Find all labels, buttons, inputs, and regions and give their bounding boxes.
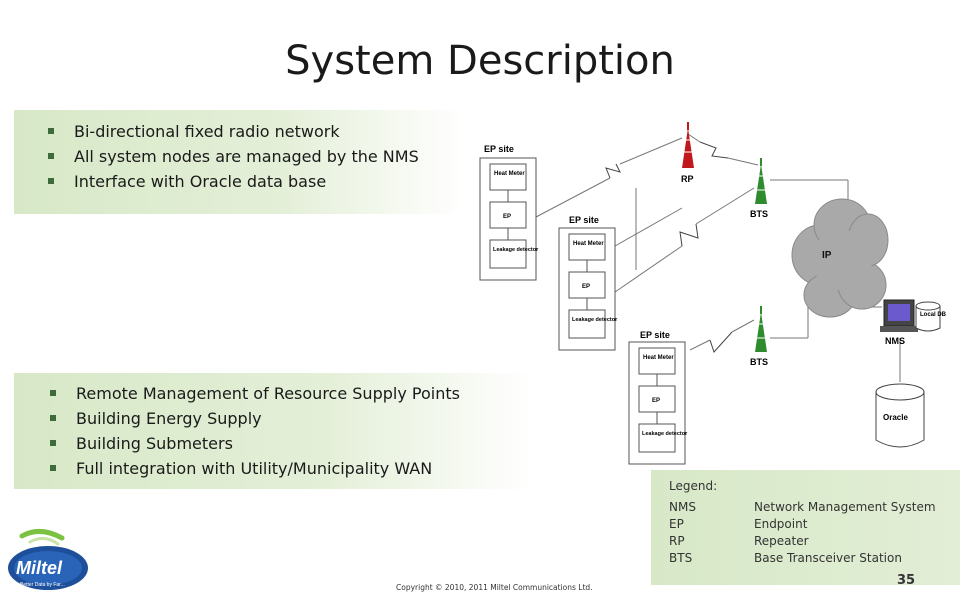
legend-row: NMS Network Management System [669,498,959,516]
bullet-text: Bi-directional fixed radio network [74,122,340,141]
heat-meter-label: Heat Meter [643,355,674,361]
square-bullet-icon [50,440,56,446]
heat-meter-box [568,233,606,261]
ep-site-label: EP site [569,215,599,225]
page-number: 35 [897,573,916,588]
lightning-icon [605,163,621,179]
legend-row: RP Repeater [669,532,959,550]
lightning-icon [679,223,699,247]
slide-title: System Description [285,38,675,84]
bullet-text: Full integration with Utility/Municipali… [76,459,433,478]
bts-label: BTS [750,209,768,219]
heat-meter-label: Heat Meter [494,171,525,177]
square-bullet-icon [48,153,54,159]
leakage-detector-box [568,309,606,339]
bullet-item: Full integration with Utility/Municipali… [14,456,534,481]
legend-box: Legend: NMS Network Management System EP… [651,470,960,585]
heat-meter-label: Heat Meter [573,241,604,247]
lightning-icon [699,141,729,159]
radio-link-ep1-rp-end [619,137,683,165]
ep-label: EP [582,284,590,290]
ep-site-label: EP site [640,330,670,340]
square-bullet-icon [50,465,56,471]
legend-title: Legend: [669,479,718,493]
bullet-text: Building Energy Supply [76,409,262,428]
features-box-network: Bi-directional fixed radio network All s… [14,110,464,214]
ep-label: EP [652,398,660,404]
bullet-item: Building Submeters [14,431,534,456]
legend-definition: Endpoint [754,517,808,531]
bts-tower-icon: BTS [750,306,768,367]
leakage-detector-label: Leakage detector [642,431,688,437]
square-bullet-icon [48,178,54,184]
radio-link-ep1-rp [535,177,611,218]
local-db-icon: Local DB [915,301,947,332]
radio-link-ep2-rp [614,207,683,247]
ep-label: EP [503,214,511,220]
copyright-notice: Copyright © 2010, 2011 Miltel Communicat… [396,583,593,592]
legend-abbr: BTS [669,551,693,565]
bts-label: BTS [750,357,768,367]
leakage-detector-box [489,239,527,269]
leakage-detector-label: Leakage detector [493,247,539,253]
bullet-item: Building Energy Supply [14,406,534,431]
square-bullet-icon [48,128,54,134]
legend-row: EP Endpoint [669,515,959,533]
bullet-item: Interface with Oracle data base [14,169,464,194]
bullet-text: Building Submeters [76,434,233,453]
legend-abbr: EP [669,517,684,531]
legend-definition: Network Management System [754,500,936,514]
oracle-db-icon: Oracle [875,383,925,448]
logo-wordmark: Miltel [16,558,63,578]
rp-label: RP [681,174,694,184]
diagram-links [535,133,901,382]
ep-site-1: EP site Heat Meter EP Leakage detector [479,144,539,281]
bullet-text: All system nodes are managed by the NMS [74,147,419,166]
ep-site-3: EP site Heat Meter EP Leakage detector [628,330,688,465]
heat-meter-box [489,163,527,191]
legend-abbr: RP [669,534,685,548]
bullet-item: All system nodes are managed by the NMS [14,144,464,169]
heat-meter-box [638,347,676,375]
legend-row: BTS Base Transceiver Station [669,549,959,567]
nms-computer-icon: NMS [880,299,918,346]
ip-label: IP [822,250,832,261]
bullet-text: Remote Management of Resource Supply Poi… [76,384,460,403]
legend-abbr: NMS [669,500,696,514]
ep-site-label: EP site [484,144,514,154]
bullet-item: Bi-directional fixed radio network [14,119,464,144]
network-diagram: EP site Heat Meter EP Leakage detector E… [479,122,947,465]
ep-box [568,271,606,299]
miltel-logo: Miltel Better Data by Far... [8,529,88,590]
bullet-item: Remote Management of Resource Supply Poi… [14,381,534,406]
leakage-detector-box [638,423,676,453]
rp-tower-icon: RP [681,122,695,184]
leakage-detector-label: Leakage detector [572,317,618,323]
legend-definition: Repeater [754,534,809,548]
ep-site-2: EP site Heat Meter EP Leakage detector [558,215,618,351]
square-bullet-icon [50,415,56,421]
bullet-text: Interface with Oracle data base [74,172,327,191]
radio-link-ep3-bts [689,339,711,351]
local-db-label: Local DB [920,312,947,318]
radio-link-ep2-bts [614,245,683,293]
features-box-management: Remote Management of Resource Supply Poi… [14,373,534,489]
square-bullet-icon [50,390,56,396]
nms-label: NMS [885,336,905,346]
lightning-icon [709,331,733,353]
legend-definition: Base Transceiver Station [754,551,902,565]
ip-cloud-icon [791,198,889,318]
logo-tagline: Better Data by Far... [20,582,65,588]
oracle-label: Oracle [883,413,908,422]
bts-tower-icon: BTS [750,158,768,219]
